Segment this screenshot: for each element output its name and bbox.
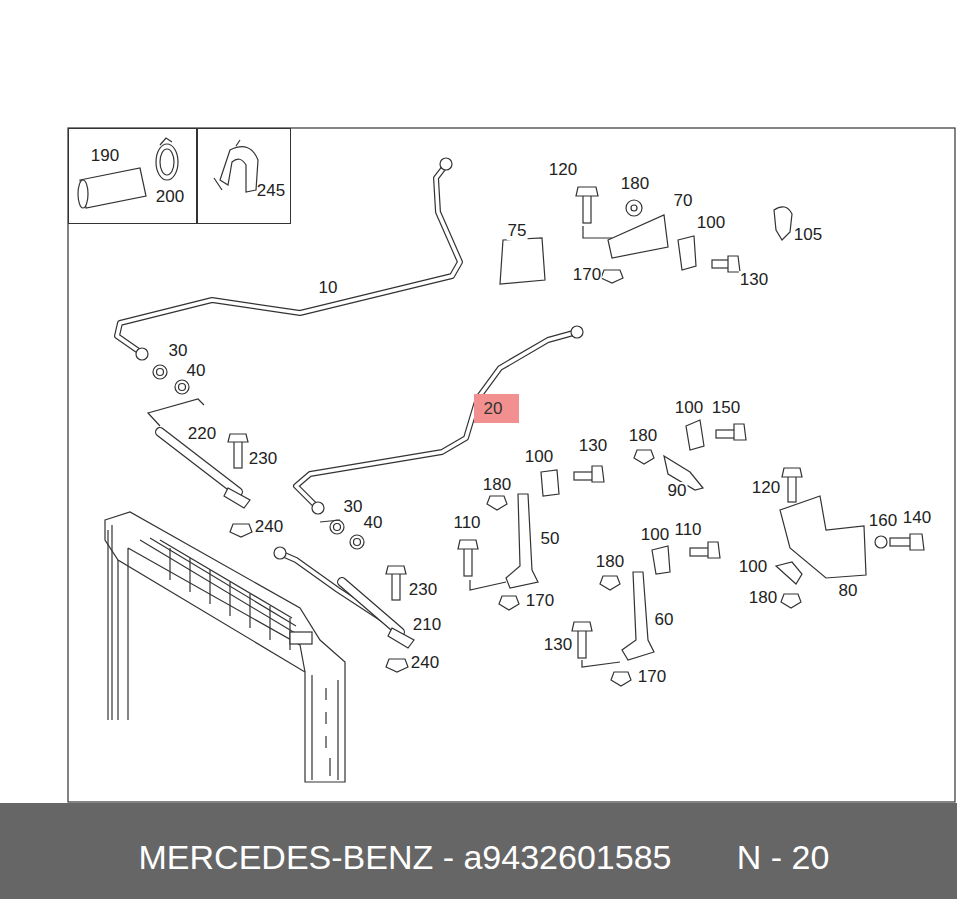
callout-number: 10 [318, 279, 339, 297]
callout-number: 90 [667, 482, 688, 500]
callout-number: 190 [91, 147, 119, 164]
callout-number: 75 [507, 222, 528, 240]
callout-number: 180 [620, 175, 650, 193]
callout-number: 180 [748, 589, 778, 607]
callout-number: 110 [673, 521, 702, 539]
callout-number: 200 [156, 188, 184, 205]
highlight-callout: 20 [474, 394, 519, 423]
callout-number: 20 [484, 400, 503, 417]
leader-lines [148, 226, 620, 667]
callout-number: 245 [257, 182, 285, 199]
callout-number: 105 [793, 226, 823, 244]
inset-box: 245 [197, 128, 291, 224]
callout-number: 180 [595, 553, 625, 571]
callout-number: 220 [187, 425, 217, 443]
callout-number: 160 [868, 512, 898, 530]
callout-number: 100 [696, 214, 726, 232]
inset-parts [78, 138, 258, 208]
callout-number: 170 [572, 266, 602, 284]
callout-number: 130 [739, 271, 769, 289]
callout-number: 100 [738, 558, 768, 576]
callout-number: 180 [482, 476, 512, 494]
callout-number: 60 [654, 611, 675, 629]
callout-number: 230 [248, 450, 278, 468]
drawing-frame [68, 128, 955, 802]
fasteners [228, 187, 924, 686]
title-band: MERCEDES-BENZ - a9432601585 N - 20 [0, 803, 957, 899]
callout-number: 130 [543, 636, 573, 654]
callout-number: 110 [452, 514, 481, 532]
callout-number: 100 [640, 526, 670, 544]
callout-number: 120 [548, 161, 578, 179]
callout-number: 170 [637, 668, 667, 686]
callout-number: 30 [168, 342, 189, 360]
pipes [117, 158, 583, 648]
callout-number: 130 [578, 437, 608, 455]
callout-number: 100 [674, 399, 704, 417]
callout-number: 120 [751, 479, 781, 497]
callout-number: 100 [524, 448, 554, 466]
inset-box: 190 200 [68, 128, 197, 224]
callout-number: 30 [343, 498, 364, 516]
callout-number: 170 [525, 592, 555, 610]
band-text: MERCEDES-BENZ - a9432601585 [139, 840, 672, 874]
band-text: N - 20 [737, 840, 830, 874]
callout-number: 140 [902, 509, 932, 527]
callout-number: 80 [838, 582, 859, 600]
callout-number: 40 [363, 514, 384, 532]
callout-number: 40 [186, 362, 207, 380]
callout-number: 50 [540, 530, 561, 548]
callout-number: 240 [410, 654, 440, 672]
radiator [105, 512, 345, 782]
callout-number: 180 [628, 427, 658, 445]
callout-number: 70 [673, 192, 694, 210]
callout-number: 240 [254, 518, 284, 536]
callout-number: 150 [711, 399, 741, 417]
callout-number: 230 [408, 581, 438, 599]
callout-number: 210 [412, 616, 442, 634]
